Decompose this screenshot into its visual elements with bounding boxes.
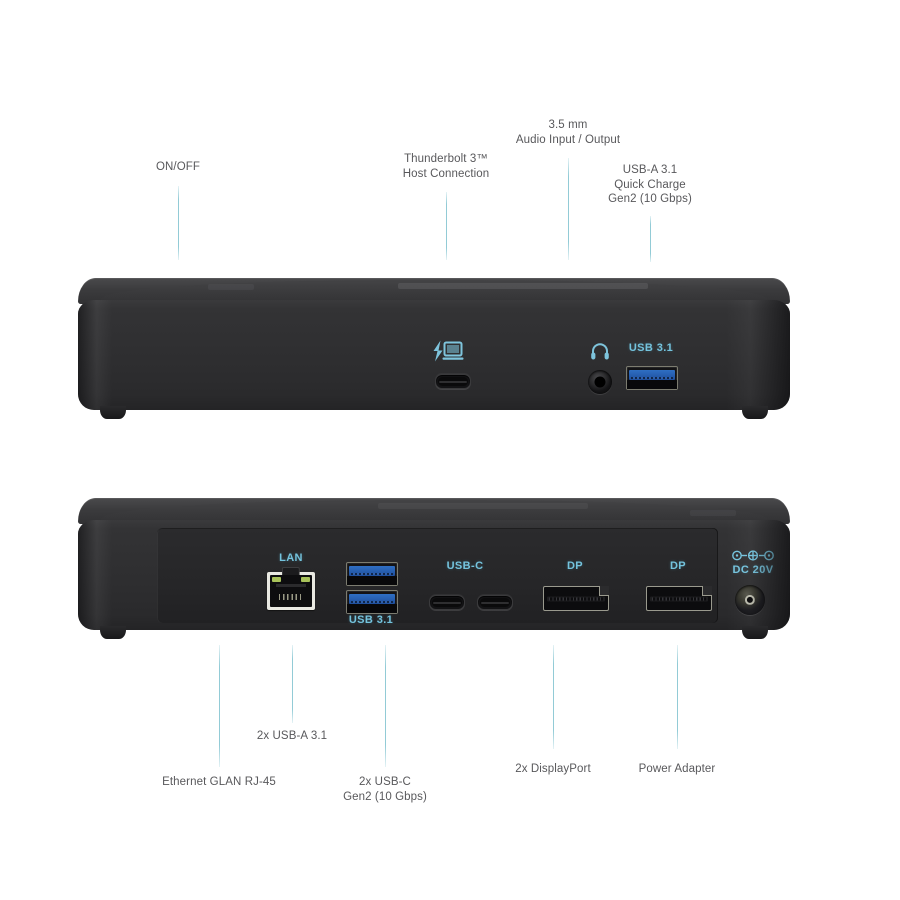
- chassis-branding-left: [208, 284, 254, 290]
- dp-keying-notch: [599, 586, 609, 596]
- thunderbolt-laptop-icon: [428, 340, 464, 362]
- silk-usb31-rear: USB 3.1: [348, 614, 394, 626]
- leader-ethernet: [219, 645, 220, 767]
- chassis-branding: [398, 283, 648, 289]
- callout-usba-front: USB-A 3.1 Quick Charge Gen2 (10 Gbps): [608, 164, 692, 205]
- callout-thunderbolt: Thunderbolt 3™ Host Connection: [402, 153, 490, 180]
- chassis-top-bevel-rear: [100, 500, 768, 522]
- usb-a-cavity: [347, 575, 397, 585]
- silk-dc-20v: DC 20V: [732, 564, 774, 576]
- leader-power: [677, 645, 678, 749]
- port-usb-a-bottom[interactable]: [346, 590, 398, 614]
- chassis-top-surface-rear: [78, 498, 790, 524]
- dc-polarity-icon: [731, 550, 775, 561]
- usb-c-tongue: [433, 601, 461, 604]
- chassis-foot-right: [742, 406, 768, 419]
- silk-lan: LAN: [279, 552, 303, 564]
- port-usb-a-31[interactable]: [626, 366, 678, 390]
- chassis-top-surface: [78, 278, 790, 304]
- port-dc-in[interactable]: [735, 585, 765, 615]
- headphone-icon: [590, 342, 610, 360]
- port-displayport-1[interactable]: [543, 586, 609, 611]
- dock-front-view: USB 3.1: [78, 278, 790, 419]
- port-usb-c-1[interactable]: [429, 595, 465, 610]
- port-rj45[interactable]: [267, 567, 315, 610]
- callout-audio: 3.5 mm Audio Input / Output: [515, 119, 621, 146]
- callout-usba-rear: 2x USB-A 3.1: [256, 730, 328, 742]
- leader-thunderbolt: [446, 192, 447, 260]
- silk-usb-c-rear: USB-C: [446, 560, 484, 572]
- port-usb-c-2[interactable]: [477, 595, 513, 610]
- leader-audio: [568, 158, 569, 260]
- callout-usbc-rear: 2x USB-C Gen2 (10 Gbps): [343, 776, 427, 803]
- rj45-led-right: [301, 577, 310, 582]
- rj45-shelf: [275, 584, 307, 587]
- rear-port-panel: LAN: [157, 528, 774, 626]
- silk-dp-2: DP: [669, 560, 687, 572]
- usb-a-insert: [349, 594, 395, 604]
- rj45-pins: [278, 594, 304, 600]
- audio-jack-hole: [594, 376, 606, 388]
- silk-usb31-front: USB 3.1: [628, 342, 674, 354]
- dp-contact-slot: [547, 596, 605, 601]
- callout-onoff: ON/OFF: [155, 161, 201, 173]
- chassis-foot-left: [100, 406, 126, 419]
- silk-dp-1: DP: [566, 560, 584, 572]
- usb-a-cavity: [627, 379, 677, 389]
- dock-rear-view: LAN: [78, 498, 790, 639]
- callout-displayport: 2x DisplayPort: [515, 763, 591, 775]
- usb-a-insert: [629, 370, 675, 380]
- usb-c-tongue: [439, 380, 467, 383]
- usb-a-insert: [349, 566, 395, 576]
- dp-keying-notch: [702, 586, 712, 596]
- chassis-top-bevel: [100, 280, 768, 302]
- leader-usba-front: [650, 216, 651, 262]
- leader-displayport: [553, 645, 554, 749]
- chassis-branding-rear: [378, 503, 588, 509]
- port-displayport-2[interactable]: [646, 586, 712, 611]
- chassis-foot-left-rear: [100, 626, 126, 639]
- leader-onoff: [178, 186, 179, 260]
- chassis-label-rear: [690, 510, 736, 516]
- port-audio-jack[interactable]: [588, 370, 612, 394]
- leader-usba-rear: [292, 645, 293, 723]
- port-usb-c-thunderbolt[interactable]: [435, 374, 471, 389]
- chassis-foot-right-rear: [742, 626, 768, 639]
- rear-faceplate: LAN: [78, 520, 790, 630]
- dp-contact-slot: [650, 596, 708, 601]
- front-faceplate: USB 3.1: [78, 300, 790, 410]
- rj45-led-left: [272, 577, 281, 582]
- port-usb-a-top[interactable]: [346, 562, 398, 586]
- leader-usbc-rear: [385, 645, 386, 767]
- callout-ethernet: Ethernet GLAN RJ-45: [162, 776, 276, 788]
- usb-c-tongue: [481, 601, 509, 604]
- callout-power: Power Adapter: [638, 763, 716, 775]
- rj45-cavity: [270, 575, 312, 607]
- usb-a-cavity: [347, 603, 397, 613]
